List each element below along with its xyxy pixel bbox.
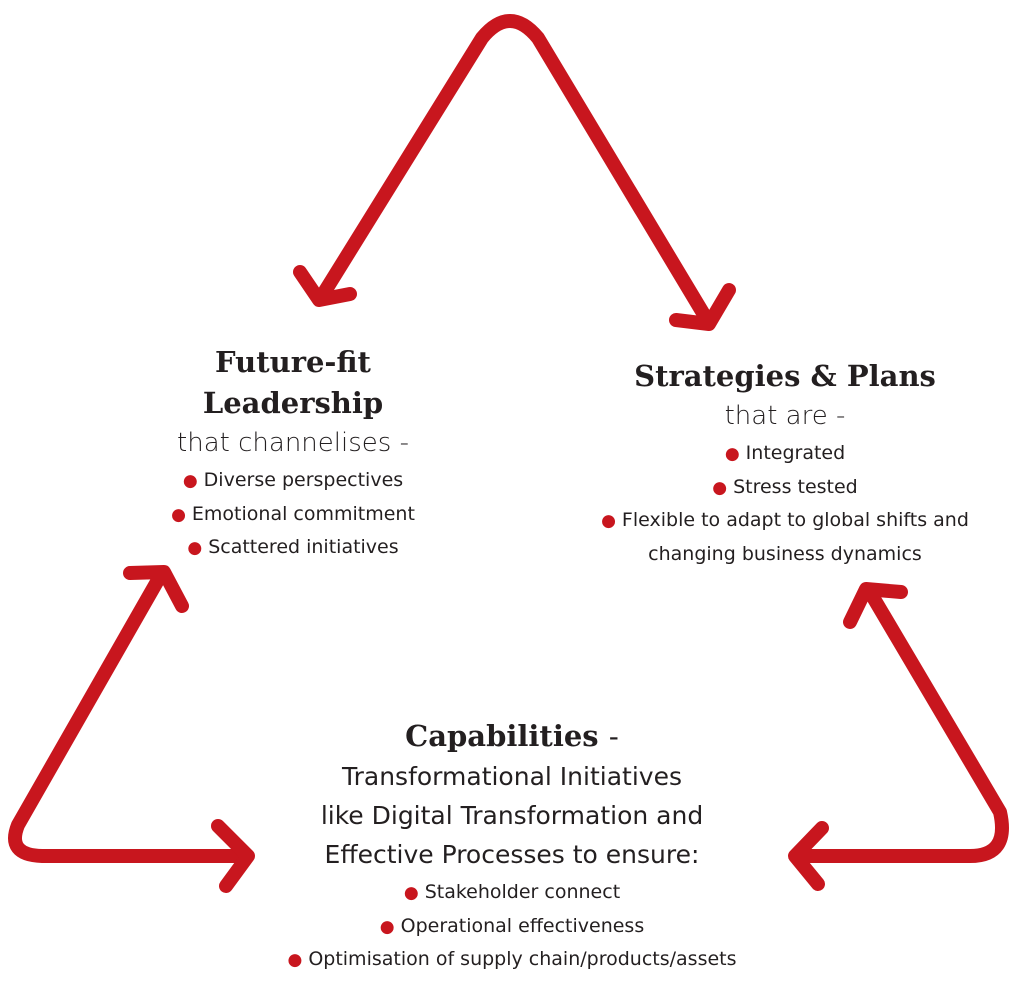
list-item-text: Scattered initiatives	[208, 536, 399, 558]
list-item: ●Integrated	[560, 437, 1010, 471]
strategies-list: ●Integrated ●Stress tested ●Flexible to …	[560, 437, 1010, 570]
arrow-left-right-head	[211, 819, 255, 893]
bullet-icon: ●	[171, 504, 186, 525]
list-item: ●Operational effectiveness	[222, 910, 802, 944]
capabilities-desc-line2: like Digital Transformation and	[320, 801, 704, 830]
leadership-title-line2: Leadership	[202, 386, 384, 420]
list-item: ●Emotional commitment	[113, 498, 473, 532]
list-item-text: Integrated	[745, 442, 846, 464]
arrow-right-up-head	[843, 582, 908, 629]
bullet-icon: ●	[403, 883, 419, 903]
list-item-text: Diverse perspectives	[203, 469, 404, 491]
list-item-continuation: changing business dynamics	[560, 538, 1010, 571]
leadership-title-line1: Future-fit	[215, 345, 371, 379]
bullet-icon: ●	[601, 511, 616, 531]
arrow-right-body	[793, 585, 1009, 863]
capabilities-block: Capabilities - Transformational Initiati…	[222, 716, 802, 977]
bullet-icon: ●	[712, 477, 728, 498]
strategies-title: Strategies & Plans	[634, 359, 936, 393]
bullet-icon: ●	[379, 916, 395, 937]
list-item-text: Emotional commitment	[191, 502, 415, 525]
capabilities-desc-line1: Transformational Initiatives	[342, 762, 682, 791]
list-item-text: Optimisation of supply chain/products/as…	[308, 948, 737, 970]
leadership-subtitle: that channelises -	[177, 428, 409, 458]
bullet-icon: ●	[724, 444, 740, 464]
list-item: ●Stress tested	[560, 471, 1010, 505]
capabilities-desc-line3: Effective Processes to ensure:	[324, 840, 700, 869]
arrow-left-body	[8, 573, 243, 863]
capabilities-list: ●Stakeholder connect ●Operational effect…	[222, 876, 802, 977]
bullet-icon: ●	[287, 950, 303, 970]
bullet-icon: ●	[182, 471, 198, 491]
strategies-block: Strategies & Plans that are - ●Integrate…	[560, 356, 1010, 570]
list-item-text: Operational effectiveness	[400, 914, 645, 937]
bullet-icon: ●	[187, 538, 203, 558]
capabilities-title-text: Capabilities	[405, 719, 599, 753]
capabilities-description: Transformational Initiatives like Digita…	[222, 757, 802, 874]
arrow-top-left-head	[293, 265, 357, 307]
list-item-text: Stress tested	[733, 475, 858, 498]
list-item-text: changing business dynamics	[648, 542, 922, 565]
strategies-subtitle: that are -	[724, 401, 846, 431]
arrow-top-right-head	[669, 283, 736, 331]
list-item: ●Optimisation of supply chain/products/a…	[222, 943, 802, 977]
arrow-left-up-head	[123, 565, 189, 613]
arrow-right-left-head	[788, 821, 829, 891]
capabilities-title: Capabilities -	[222, 716, 802, 757]
leadership-title: Future-fit Leadership	[113, 342, 473, 424]
list-item-text: Stakeholder connect	[424, 881, 621, 903]
list-item: ●Stakeholder connect	[222, 876, 802, 910]
leadership-list: ●Diverse perspectives ●Emotional commitm…	[113, 464, 473, 565]
arrow-top-body	[315, 14, 713, 325]
leadership-block: Future-fit Leadership that channelises -…	[113, 342, 473, 565]
list-item: ●Diverse perspectives	[113, 464, 473, 498]
list-item: ●Scattered initiatives	[113, 531, 473, 565]
capabilities-title-suffix: -	[608, 720, 619, 753]
list-item: ●Flexible to adapt to global shifts and	[560, 504, 1010, 538]
list-item-text: Flexible to adapt to global shifts and	[621, 509, 969, 531]
